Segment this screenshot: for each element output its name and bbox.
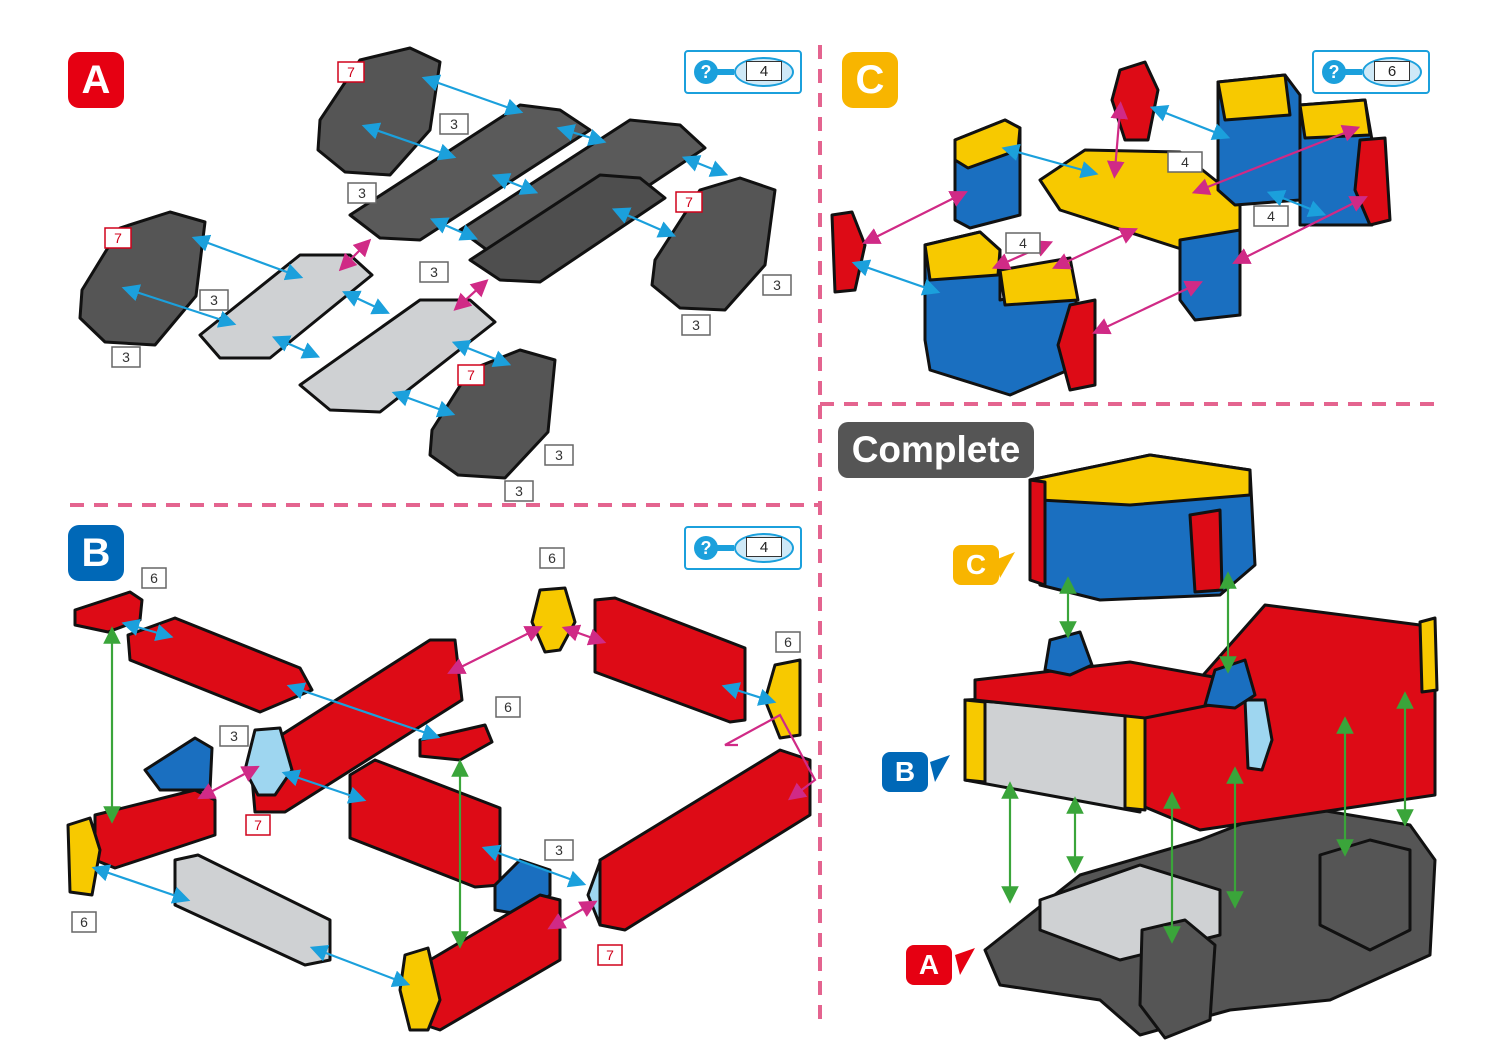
piece-label: 7 <box>104 227 132 249</box>
complete-label-pointers <box>930 552 1015 975</box>
piece-label: 7 <box>675 191 703 213</box>
section-b-piece-labels: 6 6 6 3 7 6 3 7 6 <box>71 547 801 966</box>
hint-count: 6 <box>1374 61 1410 81</box>
piece-count: 3 <box>430 264 438 280</box>
piece-label: 3 <box>544 444 574 466</box>
piece-count: 4 <box>1019 235 1027 251</box>
hint-connector <box>716 545 734 551</box>
question-icon: ? <box>694 60 718 84</box>
complete-label-b: B <box>882 752 928 792</box>
piece-count: 3 <box>692 317 700 333</box>
section-dividers <box>70 45 1440 1020</box>
piece-count: 3 <box>230 728 238 744</box>
piece-count: 7 <box>467 367 475 383</box>
piece-label: 3 <box>762 274 792 296</box>
piece-label: 3 <box>544 839 574 861</box>
piece-label: 3 <box>681 314 711 336</box>
section-b-badge: B <box>68 525 124 581</box>
piece-label: 6 <box>775 631 801 653</box>
piece-label: 3 <box>504 480 534 502</box>
hint-connector <box>1344 69 1362 75</box>
section-b-arrows <box>91 618 817 988</box>
piece-count: 3 <box>515 483 523 499</box>
complete-label-a: A <box>906 945 952 985</box>
piece-count: 3 <box>122 349 130 365</box>
section-c-arrows <box>851 101 1368 335</box>
question-icon: ? <box>694 536 718 560</box>
section-a-hint-box: ? 4 <box>684 50 802 94</box>
piece-label: 3 <box>199 289 229 311</box>
piece-count: 7 <box>114 230 122 246</box>
section-a-piece-labels: 7 3 3 7 3 3 7 3 3 7 3 3 3 <box>104 61 792 502</box>
piece-count: 7 <box>254 817 262 833</box>
complete-label-c: C <box>953 545 999 585</box>
piece-count: 3 <box>555 842 563 858</box>
piece-count: 4 <box>1181 154 1189 170</box>
piece-count: 6 <box>80 914 88 930</box>
piece-label: 4 <box>1005 232 1041 254</box>
section-c-hint-box: ? 6 <box>1312 50 1430 94</box>
section-b-parts <box>66 586 812 1032</box>
piece-label: 7 <box>597 944 623 966</box>
piece-count: 7 <box>606 947 614 963</box>
piece-count: 3 <box>210 292 218 308</box>
piece-label: 7 <box>457 364 485 386</box>
piece-count: 6 <box>150 570 158 586</box>
piece-label: 3 <box>419 261 449 283</box>
piece-label: 4 <box>1167 151 1203 173</box>
piece-label: 3 <box>111 346 141 368</box>
piece-count: 3 <box>450 116 458 132</box>
piece-count: 3 <box>358 185 366 201</box>
complete-model <box>963 453 1439 1040</box>
section-b-hint-box: ? 4 <box>684 526 802 570</box>
piece-count: 6 <box>784 634 792 650</box>
piece-label: 3 <box>219 725 249 747</box>
complete-arrows <box>1001 571 1414 944</box>
piece-label: 3 <box>439 113 469 135</box>
piece-count: 6 <box>504 699 512 715</box>
piece-count: 3 <box>555 447 563 463</box>
section-c-parts <box>830 60 1392 397</box>
piece-count: 4 <box>1267 208 1275 224</box>
question-icon: ? <box>1322 60 1346 84</box>
piece-label: 3 <box>347 182 377 204</box>
piece-count: 7 <box>347 64 355 80</box>
piece-label: 6 <box>141 567 167 589</box>
piece-label: 6 <box>495 696 521 718</box>
piece-count: 3 <box>773 277 781 293</box>
piece-label: 7 <box>337 61 365 83</box>
piece-label: 6 <box>71 911 97 933</box>
hint-count: 4 <box>746 537 782 557</box>
piece-label: 6 <box>539 547 565 569</box>
hint-connector <box>716 69 734 75</box>
section-a-arrows <box>121 74 729 418</box>
piece-count: 7 <box>685 194 693 210</box>
piece-label: 4 <box>1253 205 1289 227</box>
section-a-badge: A <box>68 52 124 108</box>
section-c-badge: C <box>842 52 898 108</box>
piece-label: 7 <box>245 814 271 836</box>
piece-count: 6 <box>548 550 556 566</box>
section-c-piece-labels: 4 4 4 <box>1005 151 1289 254</box>
hint-count: 4 <box>746 61 782 81</box>
complete-title: Complete <box>838 422 1034 478</box>
